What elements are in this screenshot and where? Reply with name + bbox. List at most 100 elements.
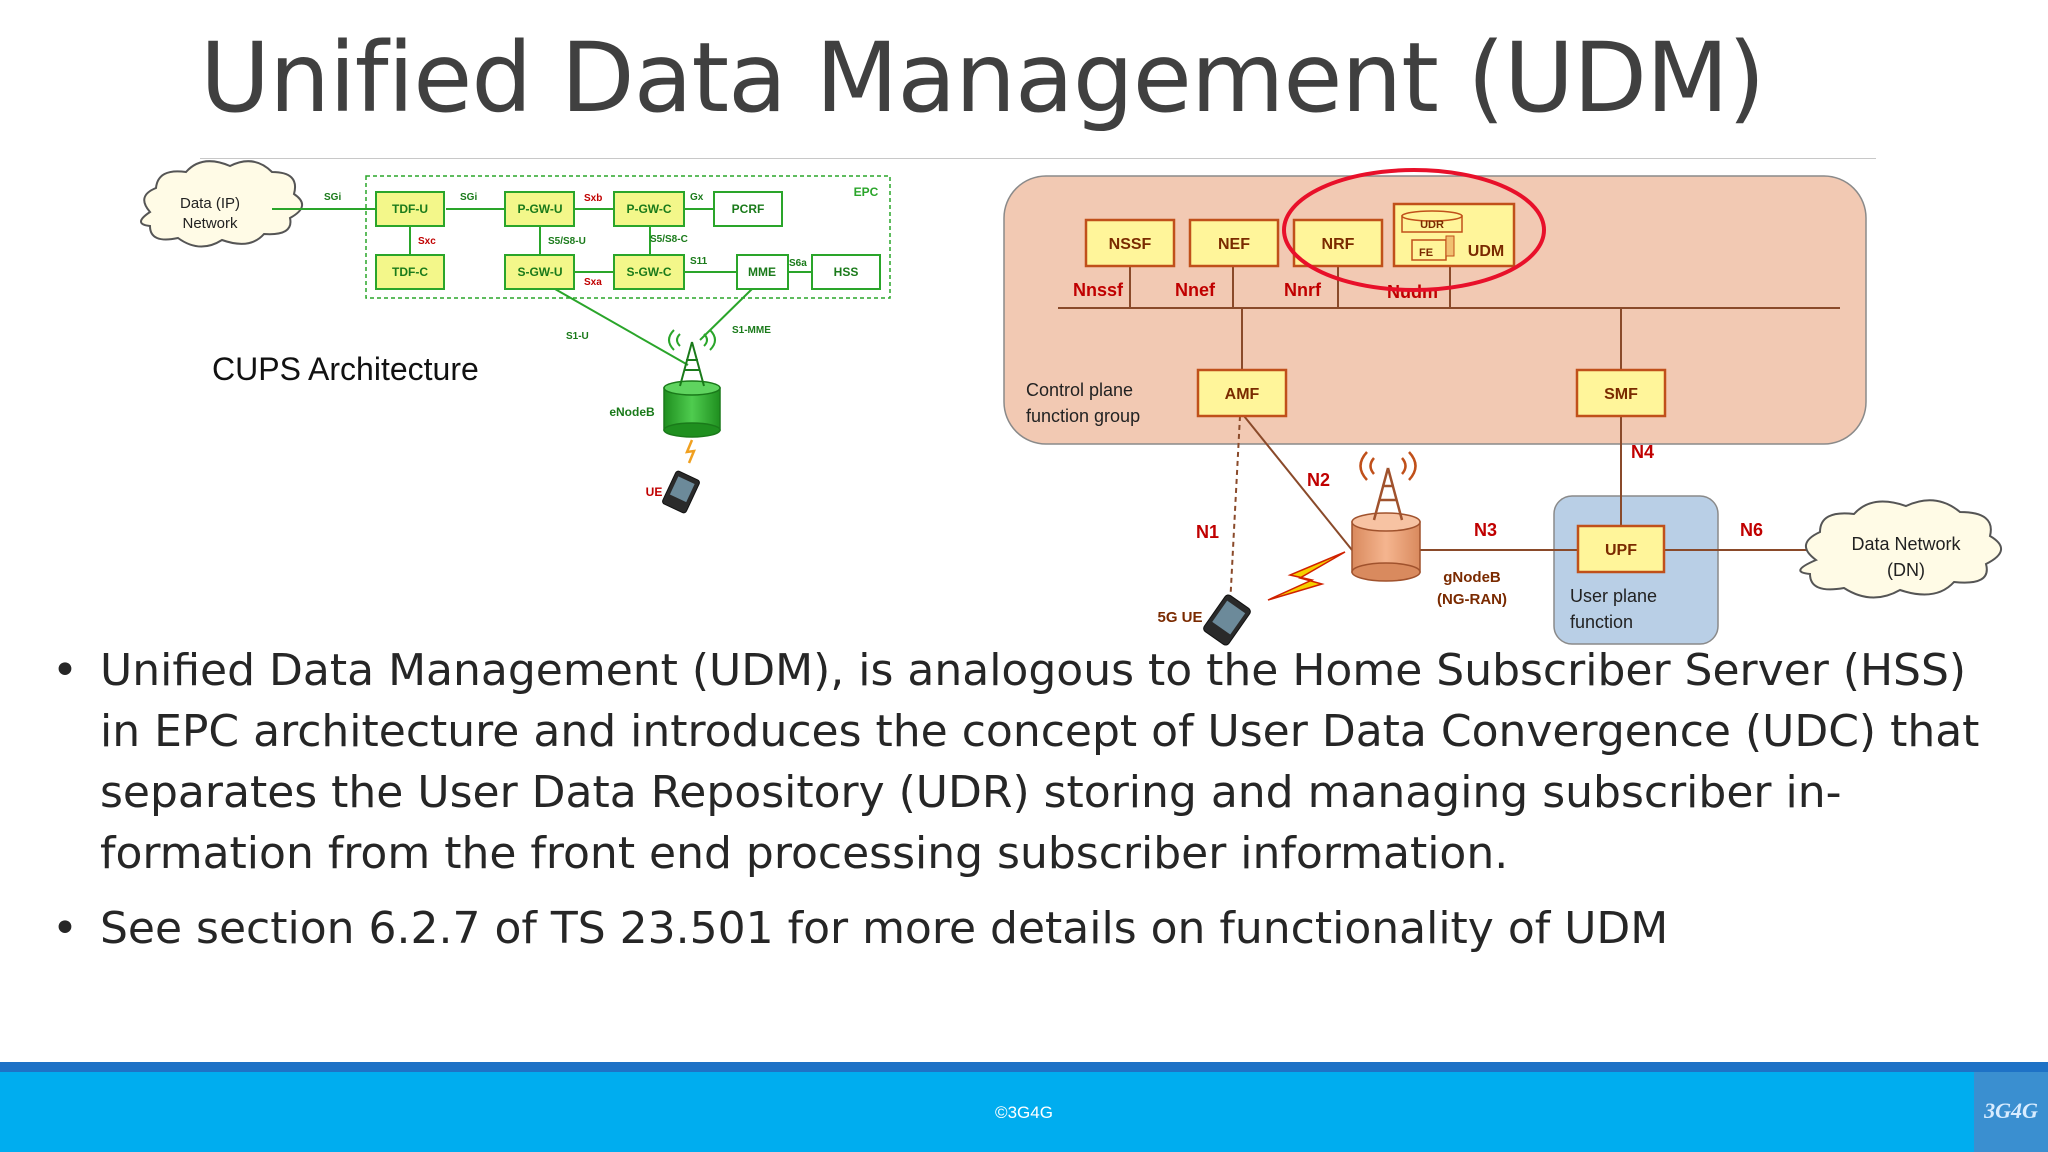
gnodeb-icon bbox=[1351, 451, 1421, 582]
if-sxc: Sxc bbox=[418, 236, 436, 247]
data-network-cloud: Data Network (DN) bbox=[1799, 499, 2002, 599]
dn-label-line2: (DN) bbox=[1887, 560, 1925, 580]
hss-box bbox=[811, 254, 881, 290]
sbi-nnssf: Nnssf bbox=[1073, 280, 1124, 300]
enodeb-icon bbox=[663, 329, 721, 438]
cups-caption: CUPS Architecture bbox=[212, 351, 479, 387]
5g-ue-phone-icon bbox=[1203, 594, 1251, 646]
bullet-item-reference: • See section 6.2.7 of TS 23.501 for mor… bbox=[52, 898, 1982, 959]
sbi-nnrf: Nnrf bbox=[1284, 280, 1322, 300]
tdf-u-label: TDF-U bbox=[392, 202, 428, 216]
if-gx: Gx bbox=[690, 192, 704, 203]
data-ip-network-cloud: Data (IP) Network bbox=[140, 160, 303, 248]
if-s6a: S6a bbox=[789, 258, 807, 269]
if-n2: N2 bbox=[1307, 470, 1330, 490]
footer-bar bbox=[0, 1072, 2048, 1152]
smf-label: SMF bbox=[1604, 386, 1638, 403]
title-divider bbox=[200, 158, 1876, 159]
udr-label: UDR bbox=[1420, 219, 1444, 231]
if-n1: N1 bbox=[1196, 522, 1219, 542]
n1-link bbox=[1229, 415, 1241, 607]
nssf-box bbox=[1084, 218, 1176, 268]
epc-boundary bbox=[365, 175, 891, 299]
footer-copyright: ©3G4G bbox=[995, 1103, 1053, 1122]
bullet-item-udm: • Unified Data Management (UDM), is anal… bbox=[52, 640, 1982, 884]
5g-ue-label: 5G UE bbox=[1157, 609, 1202, 626]
bullet-dot: • bbox=[52, 903, 78, 954]
if-n3: N3 bbox=[1474, 520, 1497, 540]
nssf-label: NSSF bbox=[1109, 236, 1152, 253]
nef-label: NEF bbox=[1218, 236, 1250, 253]
hss-label: HSS bbox=[834, 265, 859, 279]
tdf-u-box bbox=[375, 191, 445, 227]
control-group-label-line2: function group bbox=[1026, 406, 1140, 426]
cups-diagram: Data (IP) Network EPC bbox=[140, 160, 891, 514]
if-s1-mme: S1-MME bbox=[732, 325, 771, 336]
if-n4: N4 bbox=[1631, 442, 1654, 462]
epc-label: EPC bbox=[854, 185, 879, 199]
pgw-u-box bbox=[504, 191, 575, 227]
bullet-1-line-1: Unified Data Management (UDM), is analog… bbox=[100, 645, 1967, 696]
smf-box bbox=[1575, 368, 1667, 418]
sbi-nudm: Nudm bbox=[1387, 282, 1438, 302]
pgw-c-label: P-GW-C bbox=[626, 202, 671, 216]
nrf-box bbox=[1292, 218, 1384, 268]
fiveg-diagram: NSSF NEF NRF UDR FE UDM AMF SMF UPF Nnss… bbox=[1003, 168, 2002, 646]
sgw-u-box bbox=[504, 254, 575, 290]
dn-label-line1: Data Network bbox=[1851, 534, 1961, 554]
if-s1-u: S1-U bbox=[566, 331, 589, 342]
pcrf-box bbox=[713, 191, 783, 227]
epc-nodes bbox=[375, 191, 881, 290]
radio-lightning-icon bbox=[1267, 551, 1346, 601]
if-sgi-1: SGi bbox=[324, 192, 341, 203]
gnodeb-label-line1: gNodeB bbox=[1443, 569, 1501, 586]
mme-label: MME bbox=[748, 265, 776, 279]
epc-links bbox=[272, 208, 812, 366]
upf-label: UPF bbox=[1605, 542, 1637, 559]
bullet-list: • Unified Data Management (UDM), is anal… bbox=[52, 640, 1982, 973]
cloud-label-line1: Data (IP) bbox=[180, 195, 240, 212]
user-plane-label-line1: User plane bbox=[1570, 586, 1657, 606]
pcrf-label: PCRF bbox=[732, 202, 765, 216]
bullet-dot: • bbox=[52, 645, 78, 696]
pgw-u-label: P-GW-U bbox=[517, 202, 562, 216]
nrf-label: NRF bbox=[1322, 236, 1355, 253]
bullet-2-line-1: See section 6.2.7 of TS 23.501 for more … bbox=[100, 903, 1669, 954]
if-sxb: Sxb bbox=[584, 193, 602, 204]
if-s5s8-c: S5/S8-C bbox=[650, 234, 688, 245]
udm-highlight-circle bbox=[1282, 168, 1546, 292]
udr-db-icon bbox=[1401, 210, 1463, 261]
brand-logo-text: 3G4G bbox=[1984, 1098, 2038, 1123]
nef-box bbox=[1188, 218, 1280, 268]
if-s5s8-u: S5/S8-U bbox=[548, 236, 586, 247]
bullet-1-line-2: in EPC architecture and introduces the c… bbox=[100, 706, 1980, 757]
upf-box bbox=[1576, 524, 1666, 574]
slide-title: Unified Data Management (UDM) bbox=[200, 22, 1765, 134]
enodeb-label: eNodeB bbox=[609, 405, 655, 419]
sgw-c-label: S-GW-C bbox=[626, 265, 671, 279]
tdf-c-box bbox=[375, 254, 445, 290]
if-sgi-2: SGi bbox=[460, 192, 477, 203]
tdf-c-label: TDF-C bbox=[392, 265, 428, 279]
radio-link-icon bbox=[685, 439, 696, 464]
if-n6: N6 bbox=[1740, 520, 1763, 540]
if-s11: S11 bbox=[690, 256, 708, 267]
amf-label: AMF bbox=[1225, 386, 1260, 403]
fe-label: FE bbox=[1419, 247, 1433, 259]
ue-label: UE bbox=[646, 485, 663, 499]
footer-accent-line bbox=[0, 1062, 2048, 1072]
bullet-1-line-3: separates the User Data Repository (UDR)… bbox=[100, 767, 1842, 818]
gnodeb-label-line2: (NG-RAN) bbox=[1437, 591, 1507, 608]
if-sxa: Sxa bbox=[584, 277, 602, 288]
amf-box bbox=[1196, 368, 1288, 418]
sgw-c-box bbox=[613, 254, 685, 290]
sbi-nnef: Nnef bbox=[1175, 280, 1216, 300]
control-group-label-line1: Control plane bbox=[1026, 380, 1133, 400]
ue-phone-icon bbox=[662, 470, 700, 514]
udm-label: UDM bbox=[1468, 243, 1504, 260]
architecture-diagrams: Data (IP) Network EPC bbox=[140, 160, 2002, 646]
user-plane-label-line2: function bbox=[1570, 612, 1633, 632]
sgw-u-label: S-GW-U bbox=[517, 265, 562, 279]
mme-box bbox=[736, 254, 789, 290]
pgw-c-box bbox=[613, 191, 685, 227]
